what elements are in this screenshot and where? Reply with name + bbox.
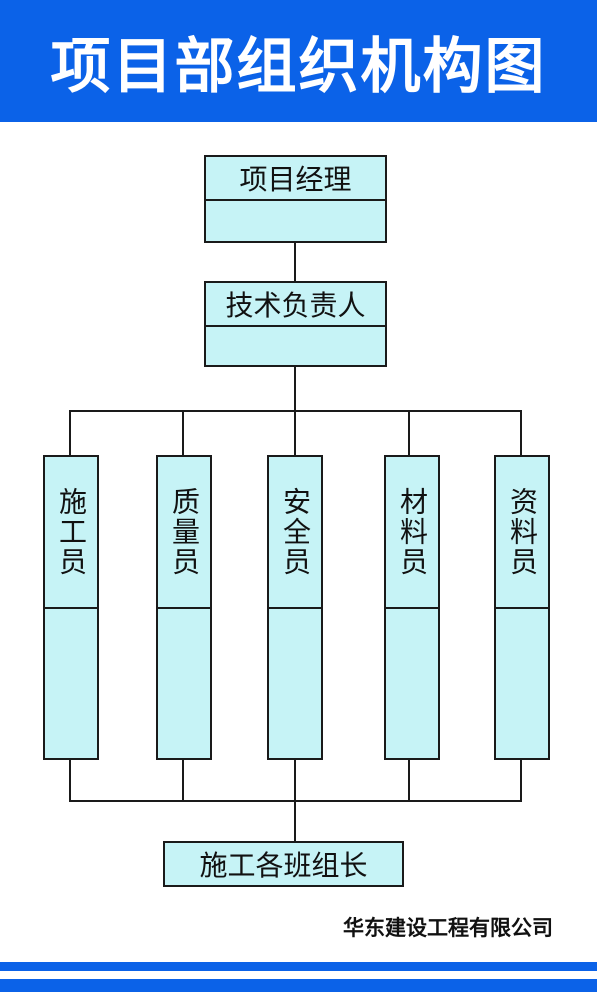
connector-tech-bus [294,366,296,412]
connector-manager-tech [294,242,296,282]
node-staff-4: 材料员 [384,455,440,760]
footer-stripe-bottom [0,979,597,992]
connector-bottom-rise-1 [69,758,71,802]
header-banner: 项目部组织机构图 [0,0,597,122]
node-staff-1: 施工员 [43,455,99,760]
node-staff-2-label: 质量员 [168,487,201,577]
node-divider [496,607,548,609]
node-staff-3: 安全员 [267,455,323,760]
connector-top-drop-4 [408,410,410,456]
connector-bottom-rise-5 [520,758,522,802]
connector-bottom-rise-2 [182,758,184,802]
connector-top-drop-3 [294,410,296,456]
connector-bottom-rise-3 [294,758,296,802]
company-name: 华东建设工程有限公司 [343,916,553,940]
connector-top-drop-5 [520,410,522,456]
connector-top-drop-2 [182,410,184,456]
node-team-leaders: 施工各班组长 [163,841,404,887]
node-staff-3-label: 安全员 [279,487,312,577]
page-title: 项目部组织机构图 [50,31,547,102]
node-technical-lead-label: 技术负责人 [225,289,366,322]
node-project-manager-label: 项目经理 [239,163,352,196]
node-divider [386,607,438,609]
node-staff-2: 质量员 [156,455,212,760]
node-staff-5: 资料员 [494,455,550,760]
node-divider [269,607,321,609]
node-staff-1-label: 施工员 [55,487,88,577]
node-divider [206,325,385,327]
node-divider [45,607,97,609]
node-divider [206,199,385,201]
node-divider [158,607,210,609]
footer-stripe-top [0,962,597,971]
node-staff-4-label: 材料员 [396,487,429,577]
node-technical-lead: 技术负责人 [204,281,387,367]
node-staff-5-label: 资料员 [506,487,539,577]
connector-bus-team [294,800,296,842]
node-team-leaders-label: 施工各班组长 [199,849,368,882]
connector-top-drop-1 [69,410,71,456]
node-project-manager: 项目经理 [204,155,387,243]
connector-bottom-rise-4 [408,758,410,802]
